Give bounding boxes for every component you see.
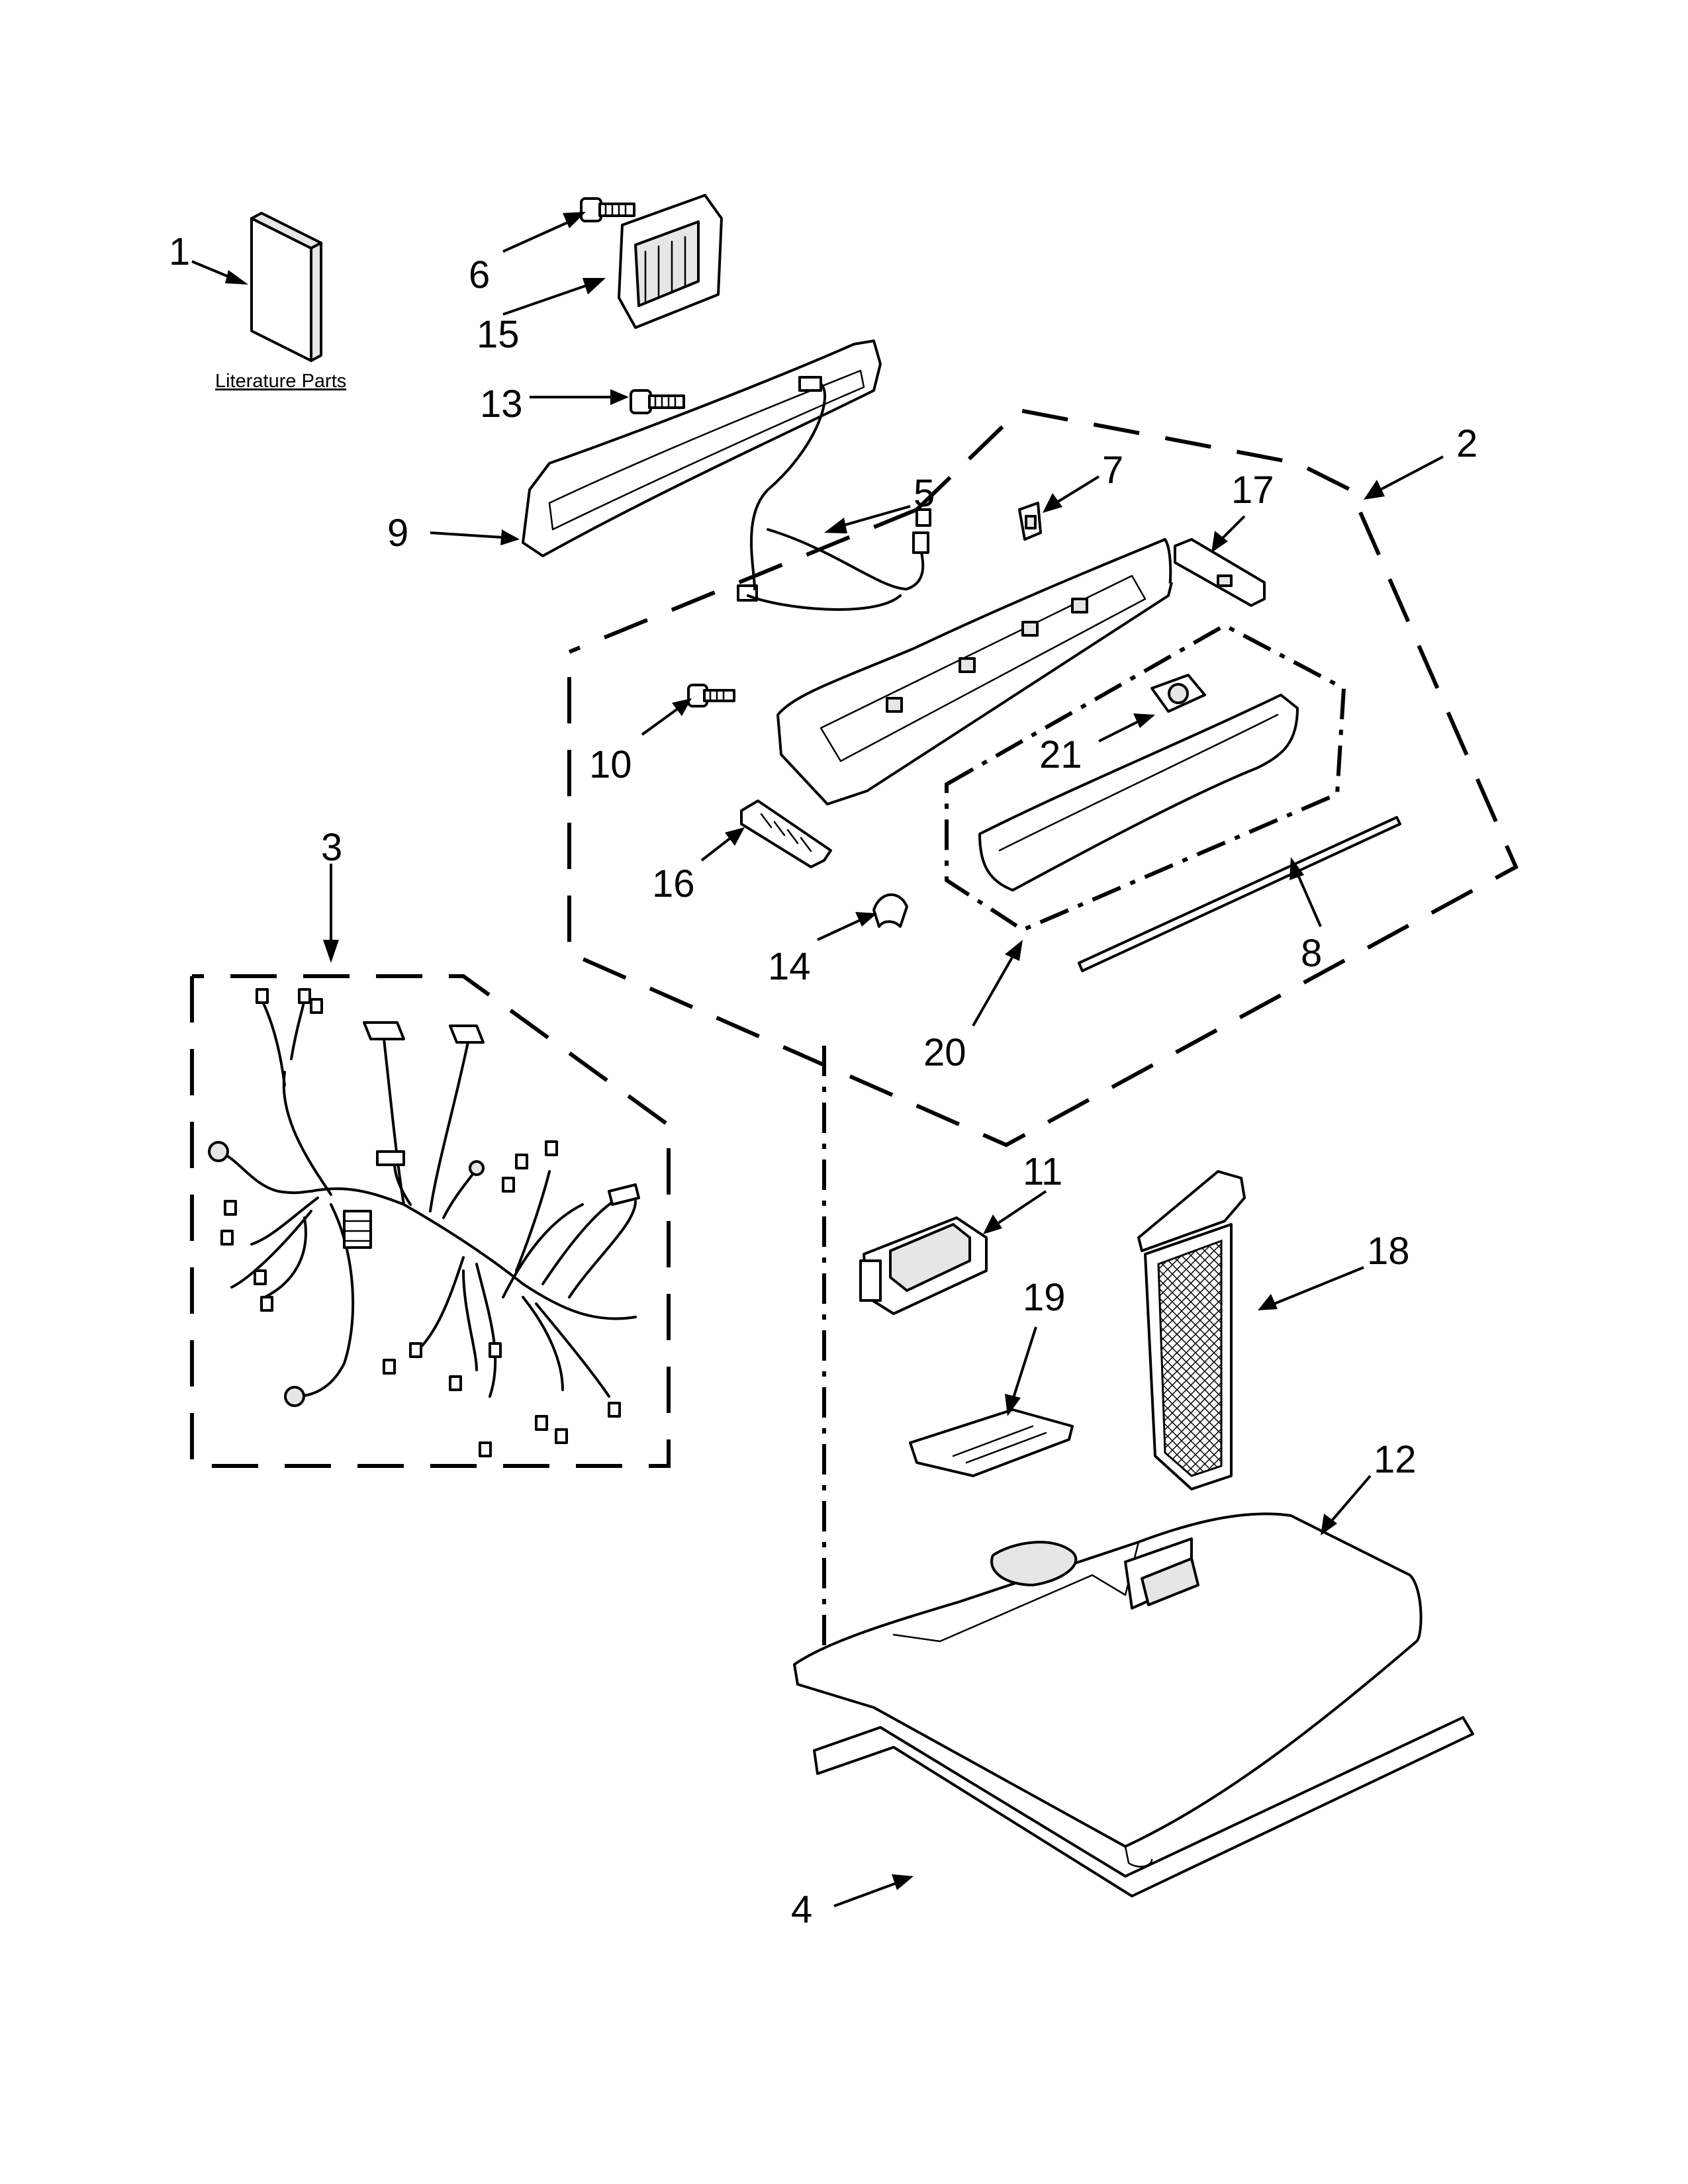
callout-17: 17	[1231, 469, 1274, 512]
callout-11: 11	[1023, 1150, 1062, 1193]
callout-12: 12	[1374, 1438, 1417, 1481]
console-housing	[776, 538, 1173, 805]
ui-console-panel	[978, 694, 1299, 891]
callout-6: 6	[469, 253, 490, 296]
callout-5: 5	[914, 472, 935, 515]
callout-18: 18	[1367, 1230, 1410, 1273]
screw-6	[580, 197, 635, 222]
callout-1: 1	[169, 230, 190, 273]
literature-booklet	[250, 212, 322, 362]
user-interface-boundary	[945, 623, 1346, 933]
callout-8: 8	[1301, 932, 1322, 975]
callout-3: 3	[321, 826, 342, 869]
clip-7	[1018, 502, 1042, 541]
knob-21	[1150, 674, 1206, 713]
callout-21: 21	[1039, 733, 1082, 776]
callout-4: 4	[791, 1888, 812, 1931]
console-back-panel	[522, 340, 882, 557]
shield-19	[909, 1408, 1074, 1477]
console-assembly-boundary	[567, 408, 1519, 1148]
callout-15: 15	[477, 313, 520, 356]
bracket-15	[618, 194, 723, 329]
control-board-11	[859, 1216, 988, 1315]
callout-13: 13	[480, 383, 523, 426]
harness-boundary	[190, 974, 671, 1468]
callout-7: 7	[1102, 449, 1123, 492]
bracket-17	[1174, 538, 1266, 607]
callout-9: 9	[387, 512, 408, 555]
top-panel-12	[793, 1512, 1423, 1868]
clip-14	[872, 893, 908, 928]
lint-screen-18	[1137, 1170, 1246, 1490]
main-wire-harness	[208, 988, 640, 1457]
screw-10	[687, 684, 735, 707]
gasket-4	[813, 1716, 1474, 1897]
callout-numbers: 1 2 3 4 5 6 7 8 9 10 11 12 13 14 15 16 1…	[169, 230, 1477, 1931]
bracket-16	[740, 799, 832, 868]
wire-harness-5	[737, 376, 931, 611]
literature-parts-label: Literature Parts	[215, 371, 346, 392]
strip-8	[1078, 816, 1401, 972]
callout-19: 19	[1023, 1276, 1066, 1319]
screw-13	[630, 389, 685, 414]
callout-16: 16	[652, 862, 695, 905]
callout-arrows	[191, 212, 1444, 1907]
callout-2: 2	[1456, 422, 1477, 465]
callout-20: 20	[923, 1031, 966, 1074]
callout-14: 14	[768, 945, 811, 988]
callout-10: 10	[589, 743, 632, 786]
